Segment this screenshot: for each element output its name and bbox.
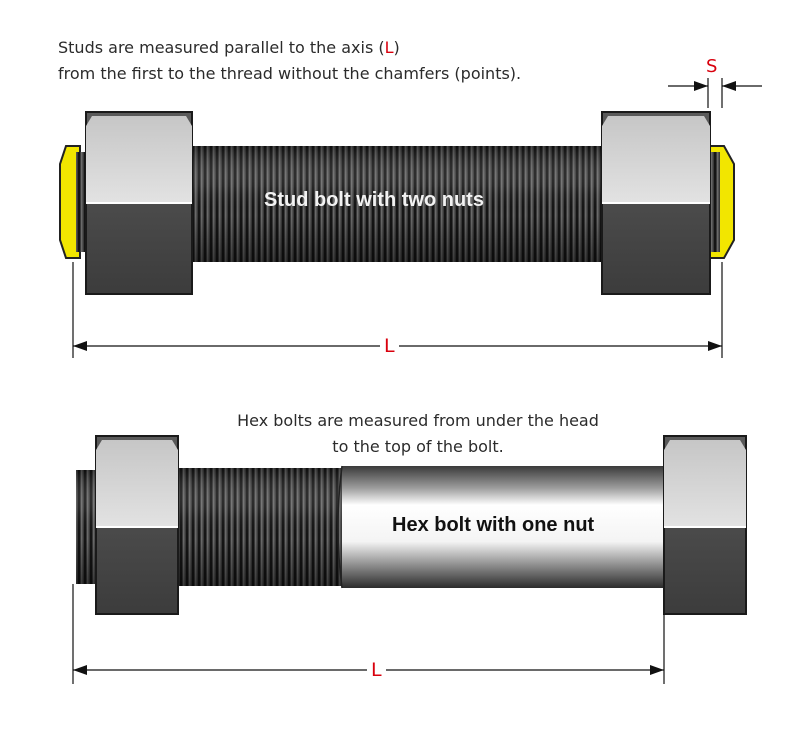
- s-dimension-label: S: [706, 56, 718, 77]
- s-dimension: [668, 78, 762, 108]
- hex-caption: Hex bolts are measured from under the he…: [200, 408, 636, 460]
- stud-bolt: [59, 111, 735, 295]
- stud-caption-line2: from the first to the thread without the…: [58, 64, 522, 83]
- hex-nut: [95, 435, 179, 615]
- hex-caption-line2: to the top of the bolt.: [332, 437, 504, 456]
- stud-length-label: L: [380, 336, 399, 356]
- stud-caption-line1-suffix: ): [393, 38, 400, 57]
- stud-right-nut: [601, 111, 711, 295]
- stud-left-chamfer: [59, 145, 81, 259]
- stud-caption: Studs are measured parallel to the axis …: [58, 35, 521, 87]
- stud-caption-symbol: L: [384, 38, 394, 57]
- hex-caption-line1: Hex bolts are measured from under the he…: [237, 411, 599, 430]
- hex-length-label: L: [367, 660, 386, 680]
- hex-head: [663, 435, 747, 615]
- stud-caption-line1-prefix: Studs are measured parallel to the axis …: [58, 38, 385, 57]
- hex-shank: [342, 466, 668, 588]
- hex-bolt: [76, 435, 747, 615]
- stud-left-nut: [85, 111, 193, 295]
- hex-bolt-label: Hex bolt with one nut: [392, 514, 595, 536]
- stud-bolt-label: Stud bolt with two nuts: [264, 189, 484, 211]
